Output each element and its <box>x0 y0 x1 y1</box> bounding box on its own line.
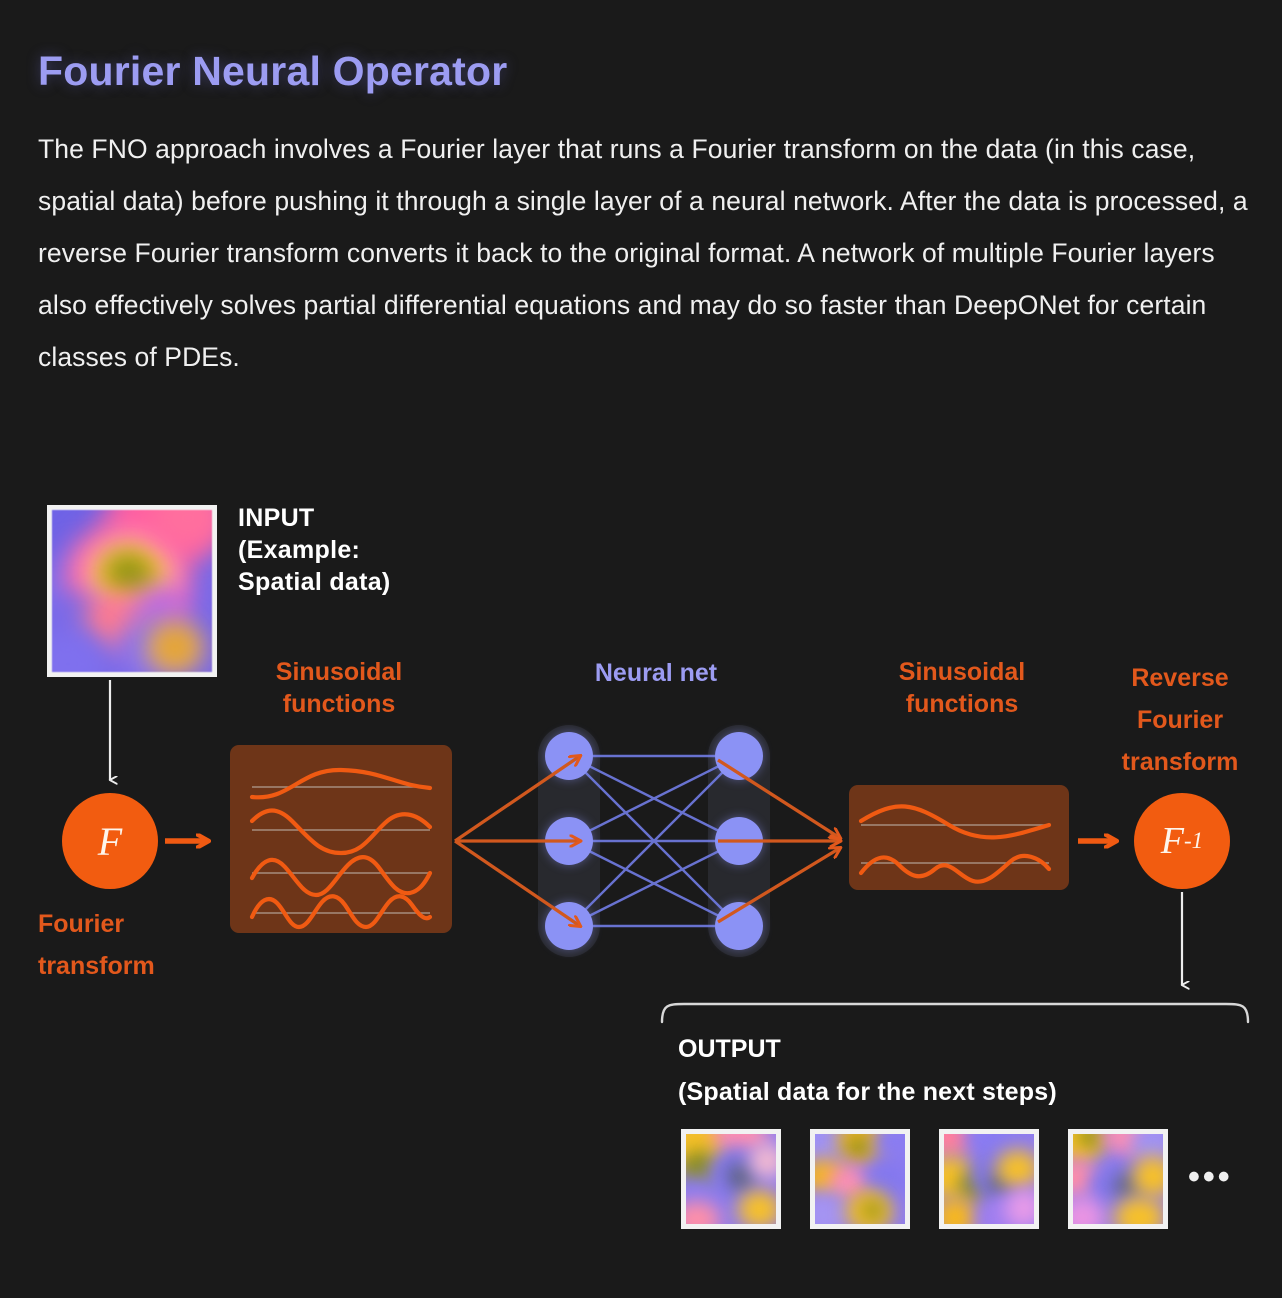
neural-net-node <box>545 732 593 780</box>
output-ellipsis: ••• <box>1188 1158 1233 1196</box>
input-thumbnail <box>47 505 217 677</box>
spatial-data-heatmap <box>52 510 212 672</box>
sinusoidal-right-waves <box>858 804 1052 884</box>
output-label-line1: OUTPUT <box>678 1035 781 1063</box>
reverse-fourier-label: Reverse Fourier transform <box>1092 657 1268 783</box>
fourier-transform-label-line2: transform <box>38 952 155 980</box>
sinusoidal-left-box <box>230 745 452 933</box>
reverse-fourier-symbol: F <box>1160 820 1185 862</box>
neural-net-label: Neural net <box>594 659 718 687</box>
neural-net-node <box>545 817 593 865</box>
input-label: INPUT (Example: Spatial data) <box>238 503 391 598</box>
fourier-transform-label: Fourier transform <box>38 903 214 987</box>
output-thumbnail <box>1068 1129 1168 1229</box>
input-label-line3: Spatial data) <box>238 567 391 596</box>
reverse-fourier-label-line3: transform <box>1121 748 1239 776</box>
neural-net-node <box>715 817 763 865</box>
reverse-fourier-label-line2: Fourier <box>1136 706 1224 734</box>
output-bracket <box>660 1002 1250 1024</box>
sinusoidal-left-label-line1: Sinusoidal <box>275 658 403 686</box>
fourier-symbol: F <box>97 818 123 864</box>
output-thumbnail <box>810 1129 910 1229</box>
reverse-fourier-label-line1: Reverse <box>1131 664 1229 692</box>
input-label-line2: (Example: <box>238 535 361 564</box>
sinusoidal-right-label: Sinusoidal functions <box>855 657 1069 721</box>
fourier-transform-node: F <box>62 793 158 889</box>
reverse-fourier-node: F-1 <box>1134 793 1230 889</box>
output-spatial-heatmap <box>1073 1134 1163 1224</box>
sinusoidal-right-label-line1: Sinusoidal <box>898 658 1026 686</box>
output-spatial-heatmap <box>944 1134 1034 1224</box>
sinusoidal-left-label: Sinusoidal functions <box>232 657 446 721</box>
page-title: Fourier Neural Operator <box>38 48 508 94</box>
description-paragraph: The FNO approach involves a Fourier laye… <box>38 134 1248 372</box>
neural-net-diagram <box>538 725 770 957</box>
neural-net-node <box>715 902 763 950</box>
input-label-line1: INPUT <box>238 504 315 532</box>
output-thumbnail <box>681 1129 781 1229</box>
output-thumbnail <box>939 1129 1039 1229</box>
neural-net-node <box>715 732 763 780</box>
output-spatial-heatmap <box>815 1134 905 1224</box>
sinusoidal-left-label-line2: functions <box>282 689 396 718</box>
sinusoidal-right-box <box>849 785 1069 890</box>
output-label: OUTPUT (Spatial data for the next steps) <box>678 1028 1057 1114</box>
neural-net-node <box>545 902 593 950</box>
neural-net-edges <box>568 754 740 928</box>
sinusoidal-left-waves <box>249 767 433 930</box>
output-label-line2: (Spatial data for the next steps) <box>678 1078 1057 1106</box>
output-spatial-heatmap <box>686 1134 776 1224</box>
fourier-transform-label-line1: Fourier <box>38 910 125 938</box>
sinusoidal-right-label-line2: functions <box>905 689 1019 718</box>
